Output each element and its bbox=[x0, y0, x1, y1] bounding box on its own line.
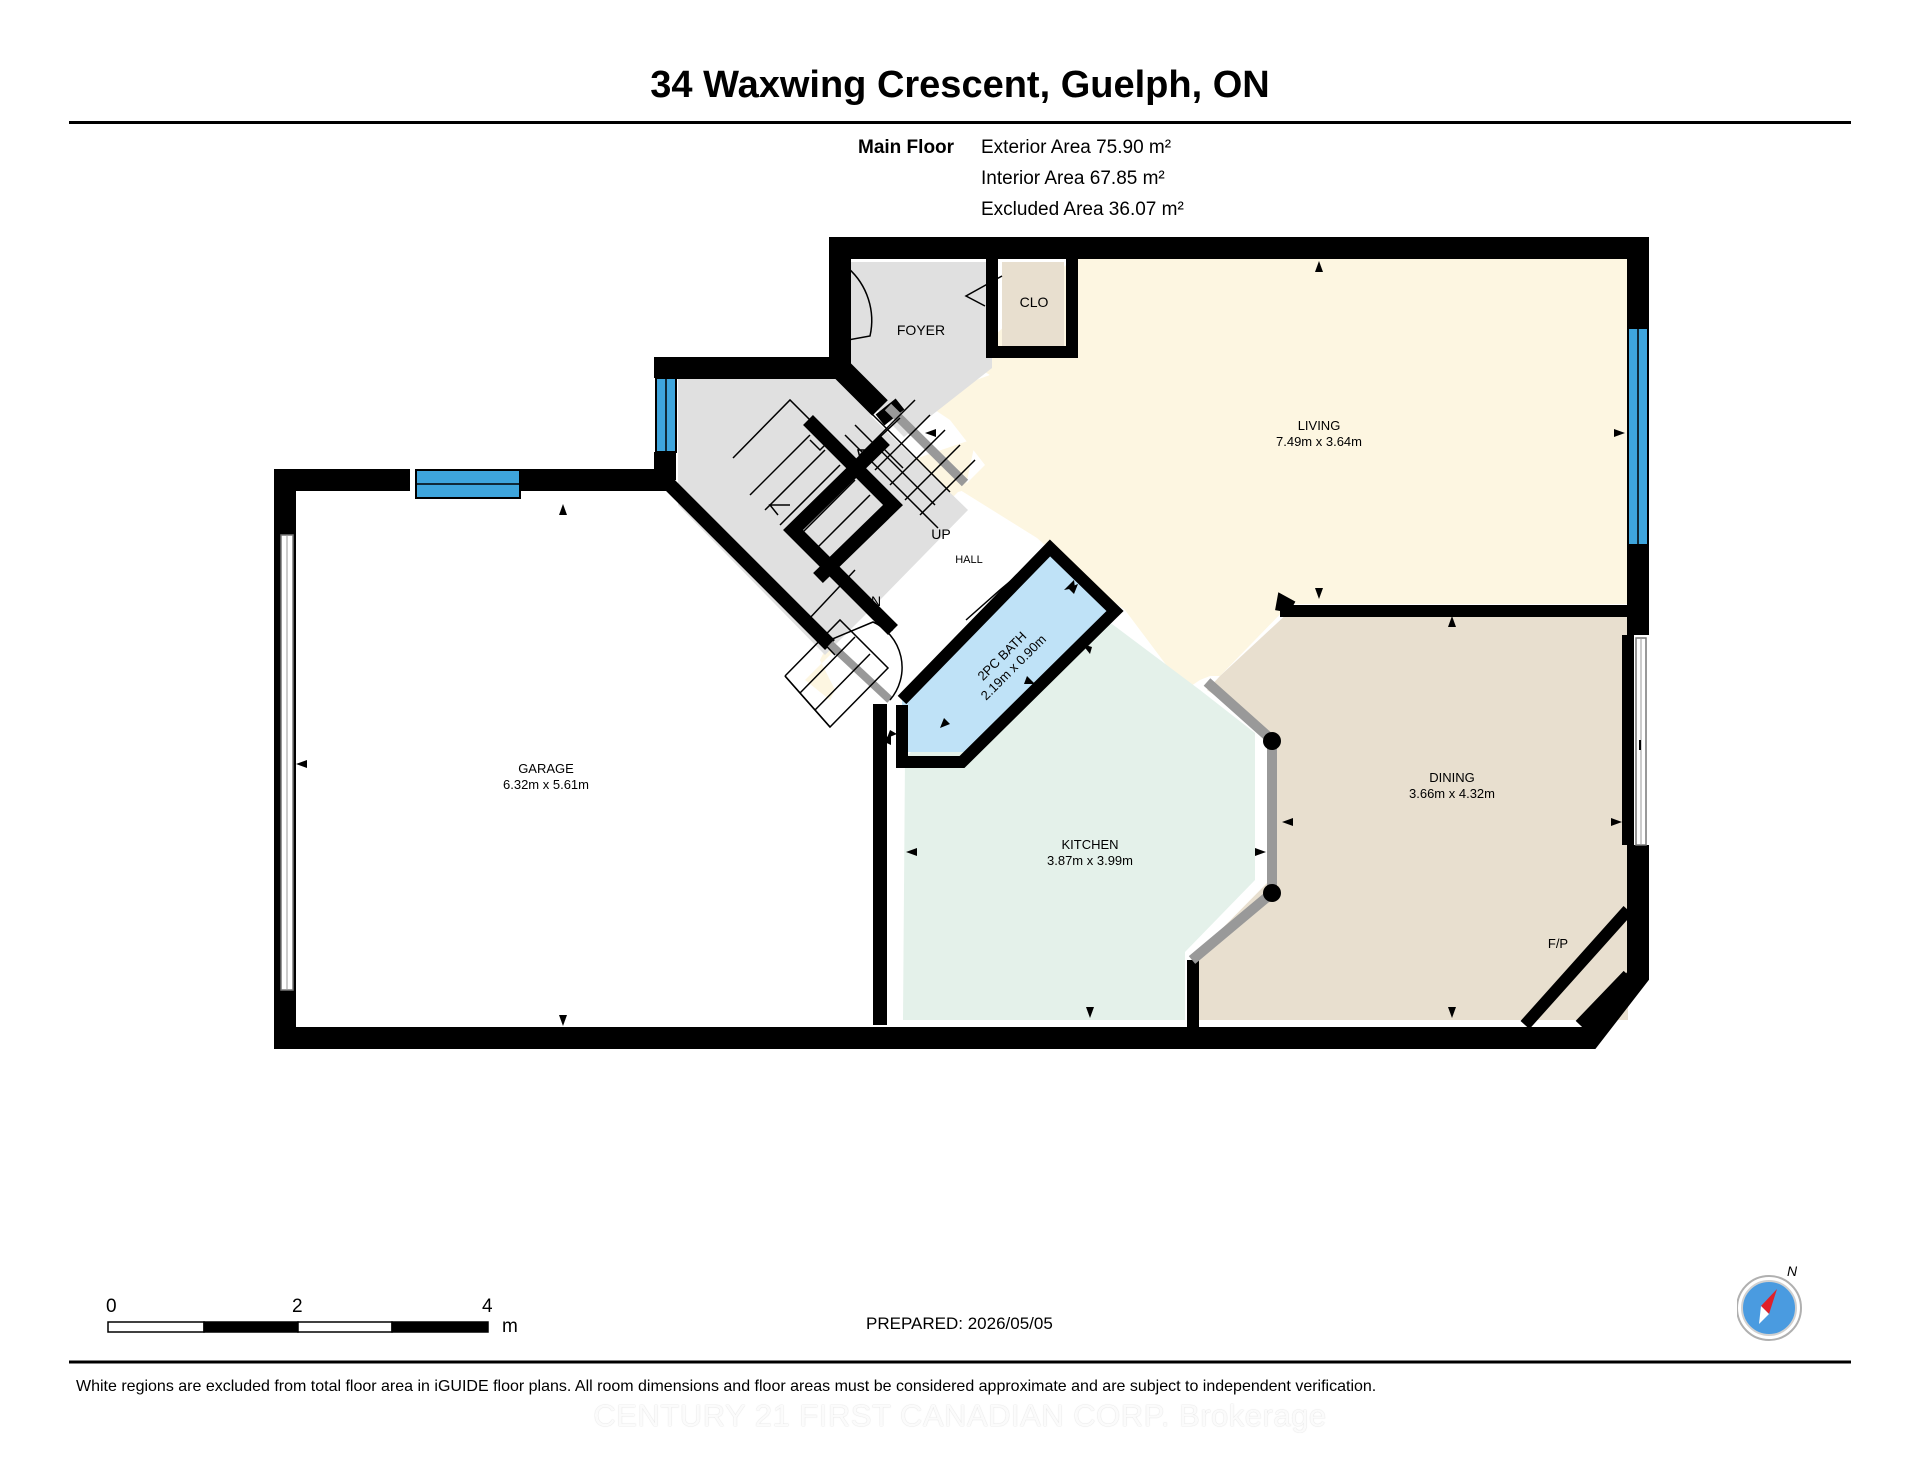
foyer-label: FOYER bbox=[897, 322, 945, 338]
dining-fill bbox=[1196, 611, 1628, 1020]
column-lower bbox=[1263, 884, 1281, 902]
stairs-up-label: UP bbox=[931, 526, 950, 542]
stairs-fill bbox=[678, 378, 968, 655]
dining-dims: 3.66m x 4.32m bbox=[1409, 786, 1495, 801]
closet-label: CLO bbox=[1020, 294, 1049, 310]
page-title: 34 Waxwing Crescent, Guelph, ON bbox=[650, 64, 1270, 106]
scale-unit: m bbox=[502, 1316, 518, 1337]
dining-label: DINING bbox=[1429, 770, 1475, 785]
fireplace-label: F/P bbox=[1548, 936, 1568, 951]
hall-fill bbox=[805, 256, 1075, 700]
foyer-fill bbox=[848, 262, 992, 437]
prepared-date: PREPARED: 2026/05/05 bbox=[866, 1314, 1053, 1333]
living-dims: 7.49m x 3.64m bbox=[1276, 434, 1362, 449]
north-compass-icon: N bbox=[1736, 1262, 1807, 1347]
scale-tick-2: 2 bbox=[292, 1296, 303, 1317]
excluded-area: Excluded Area 36.07 m² bbox=[981, 199, 1184, 220]
kitchen-label: KITCHEN bbox=[1061, 837, 1118, 852]
disclaimer-note: White regions are excluded from total fl… bbox=[76, 1378, 1377, 1395]
brokerage-watermark: CENTURY 21 FIRST CANADIAN CORP. Brokerag… bbox=[593, 1398, 1327, 1433]
bath-fill bbox=[902, 548, 1110, 752]
kitchen-dims: 3.87m x 3.99m bbox=[1047, 853, 1133, 868]
header-divider bbox=[69, 121, 1851, 124]
scale-bar bbox=[107, 1321, 489, 1333]
interior-walls bbox=[660, 255, 1634, 1030]
garage-dims: 6.32m x 5.61m bbox=[503, 777, 589, 792]
scale-tick-0: 0 bbox=[106, 1296, 117, 1317]
column-upper bbox=[1263, 732, 1281, 750]
scale-tick-4: 4 bbox=[482, 1296, 493, 1317]
compass-north-label: N bbox=[1787, 1263, 1798, 1279]
interior-area: Interior Area 67.85 m² bbox=[981, 168, 1165, 189]
closet-fill bbox=[1002, 262, 1064, 348]
windows bbox=[280, 327, 1649, 991]
stairs-down-label: DN bbox=[861, 593, 881, 609]
stairs bbox=[732, 398, 976, 729]
hall-label: HALL bbox=[955, 554, 983, 566]
doors bbox=[829, 267, 1051, 701]
dimension-markers bbox=[296, 261, 1625, 1026]
floor-name: Main Floor bbox=[858, 137, 955, 158]
living-label: LIVING bbox=[1298, 418, 1341, 433]
garage-label: GARAGE bbox=[518, 761, 574, 776]
exterior-area: Exterior Area 75.90 m² bbox=[981, 137, 1172, 158]
